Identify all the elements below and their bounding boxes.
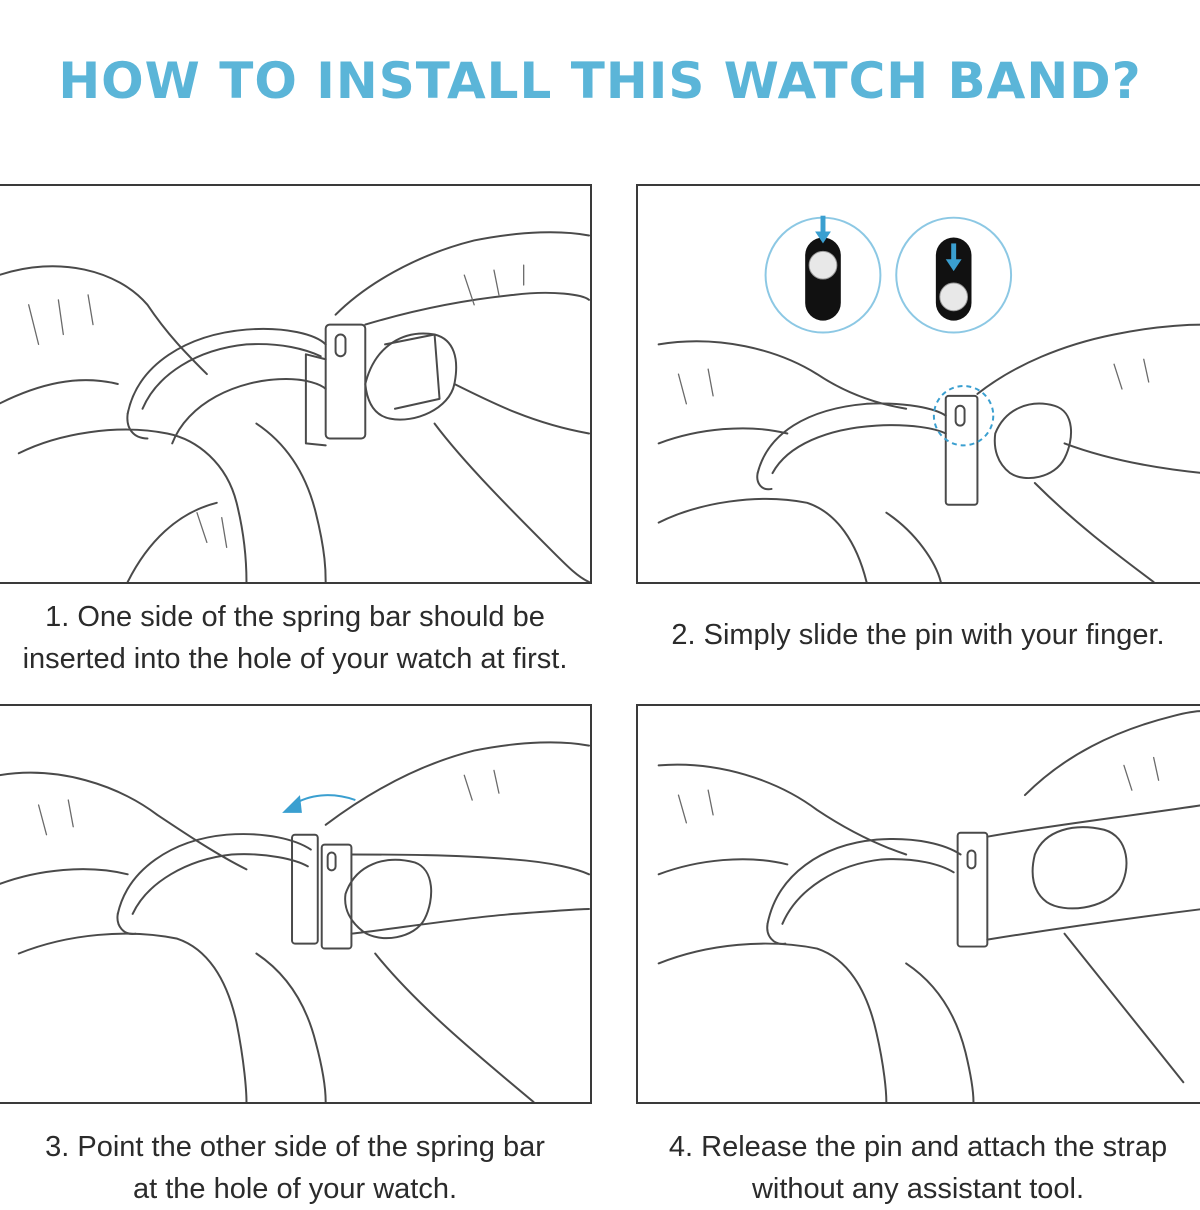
step-2-illustration: [636, 184, 1200, 584]
step-3-caption: 3. Point the other side of the spring ba…: [0, 1126, 590, 1210]
step-2-caption: 2. Simply slide the pin with your finger…: [636, 614, 1200, 656]
step-3-line-1: 3. Point the other side of the spring ba…: [45, 1131, 545, 1163]
hands-attached-strap-drawing: [657, 710, 1200, 1102]
hands-sliding-pin-drawing: [657, 215, 1200, 582]
step-1-illustration: [0, 184, 592, 584]
step-4-illustration: [636, 704, 1200, 1104]
pin-before-icon: [764, 215, 882, 334]
hands-pointing-spring-bar-drawing: [0, 741, 590, 1102]
step-2-line-1: 2. Simply slide the pin with your finger…: [671, 619, 1165, 651]
step-3-line-2: at the hole of your watch.: [132, 1173, 458, 1205]
step-1-caption: 1. One side of the spring bar should be …: [0, 596, 590, 680]
hands-inserting-spring-bar-drawing: [0, 231, 590, 582]
step-4-line-1: 4. Release the pin and attach the strap: [668, 1131, 1168, 1163]
curved-arrow-icon: [282, 795, 302, 813]
step-1-line-1: 1. One side of the spring bar should be: [45, 601, 545, 633]
pin-after-icon: [895, 216, 1013, 334]
step-3-illustration: [0, 704, 592, 1104]
step-4-caption: 4. Release the pin and attach the strap …: [636, 1126, 1200, 1210]
step-4-line-2: without any assistant tool.: [751, 1173, 1085, 1205]
step-1-line-2: inserted into the hole of your watch at …: [22, 643, 568, 675]
page-title: HOW TO INSTALL THIS WATCH BAND?: [58, 52, 1142, 110]
